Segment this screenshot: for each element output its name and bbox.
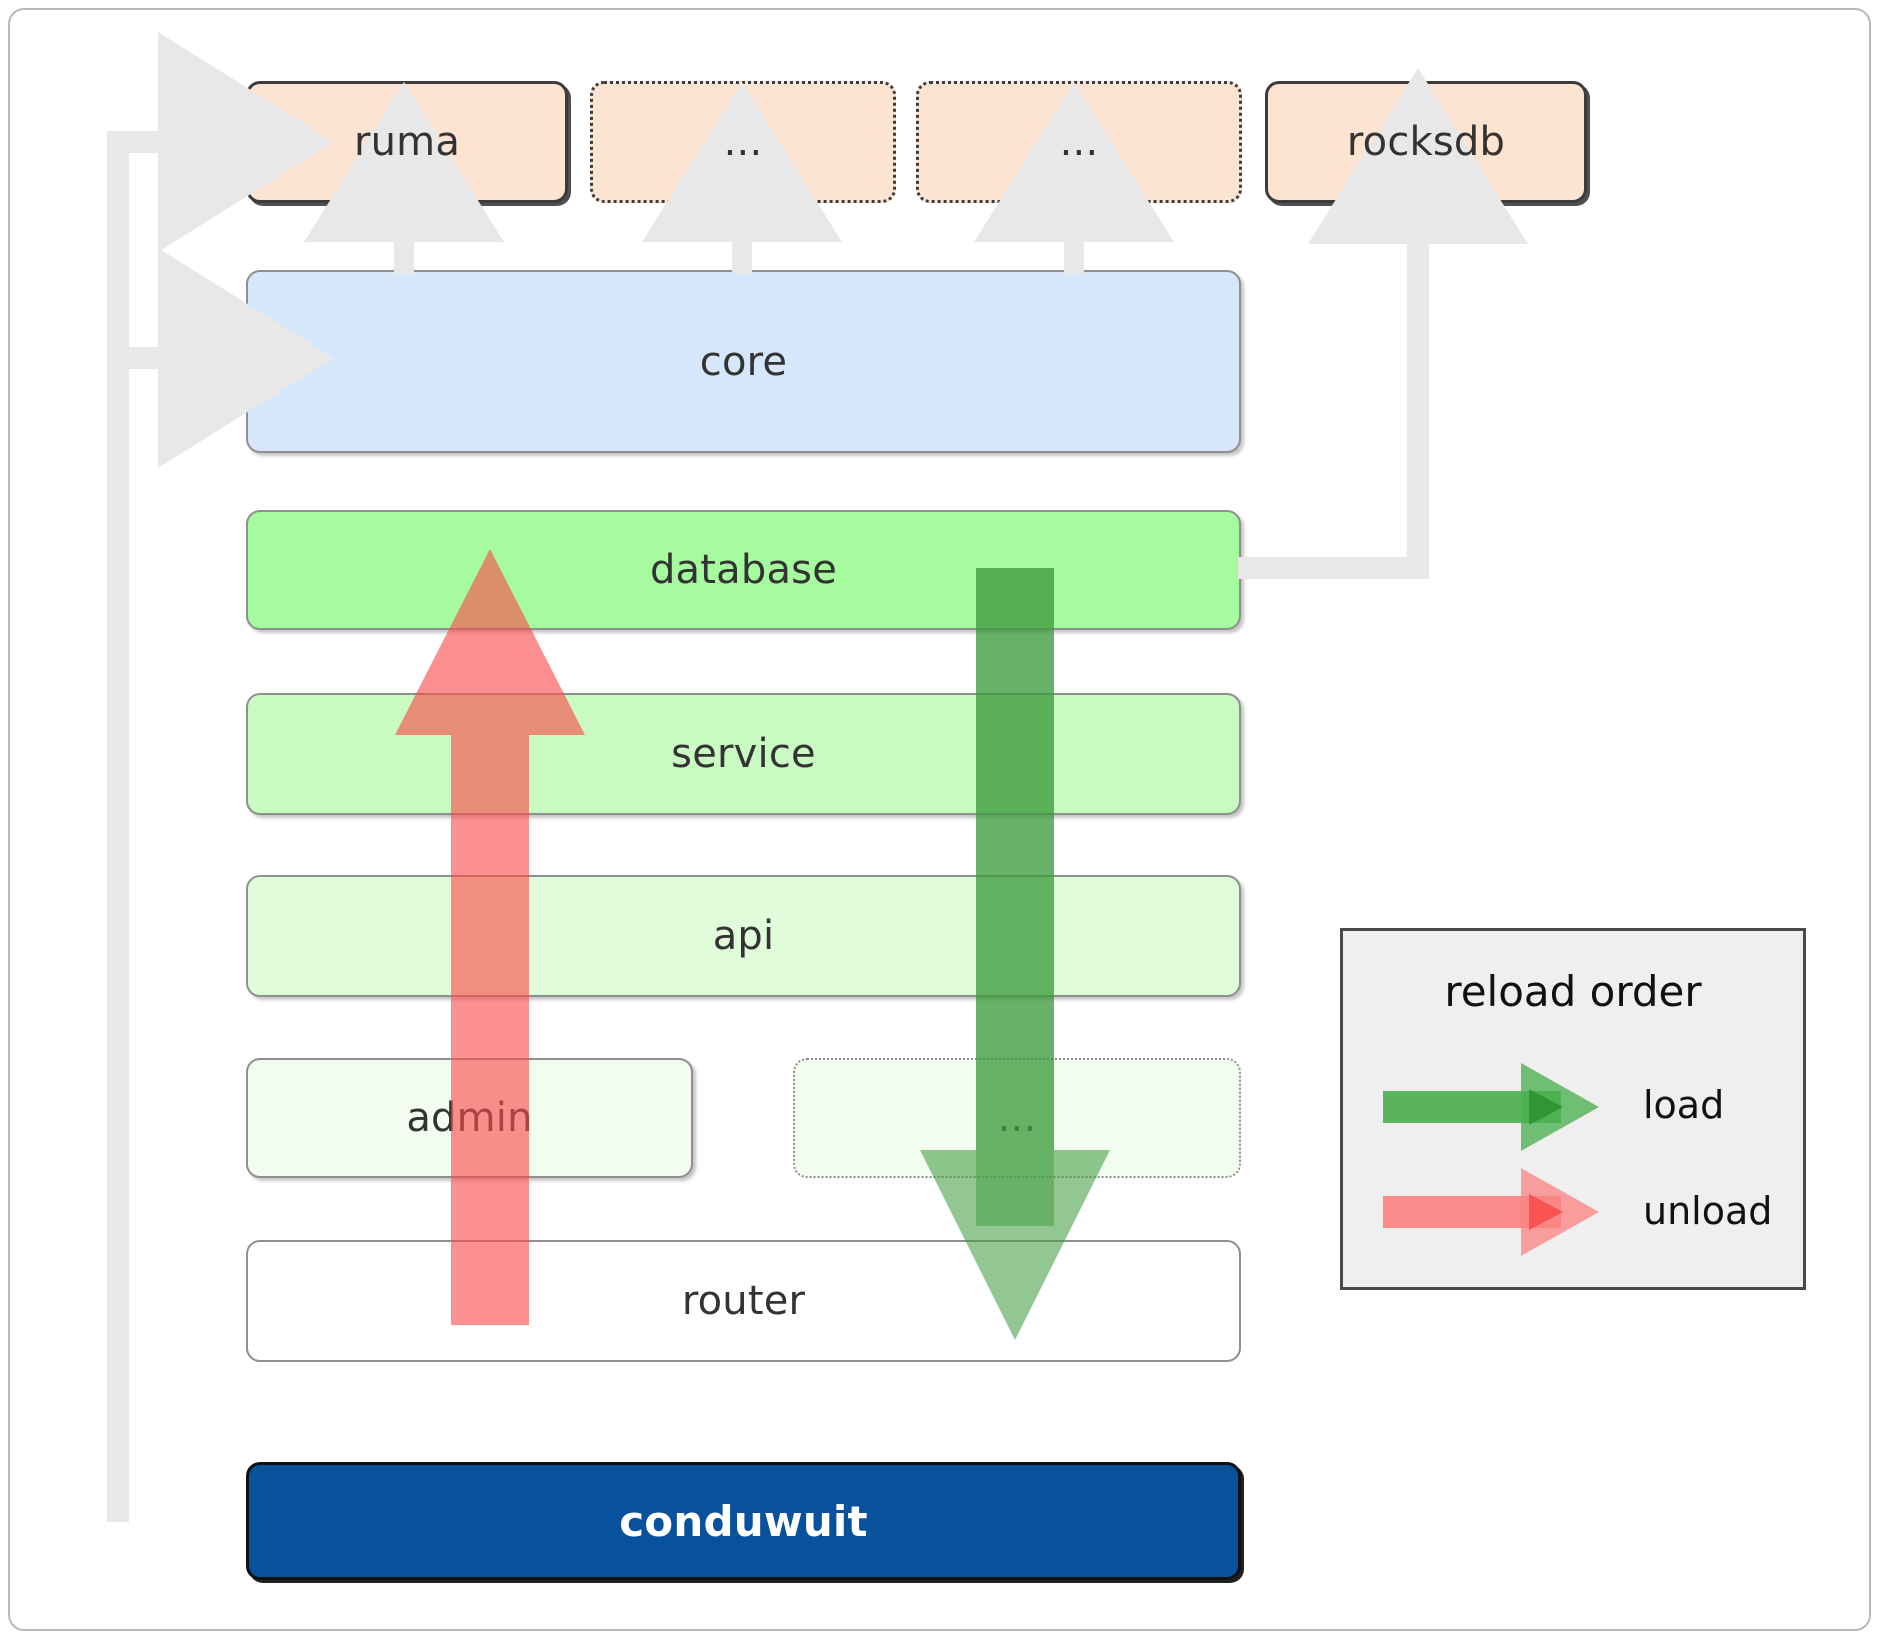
layer-label-extra: ... [997,1095,1037,1141]
layer-box-database[interactable]: database [246,510,1241,630]
legend-panel: reload order load unload [1340,928,1806,1290]
dependency-label-rocksdb: rocksdb [1346,119,1506,165]
legend-arrow-unload [1383,1168,1599,1256]
legend-arrow-graphics [1383,1063,1599,1256]
layer-box-service[interactable]: service [246,693,1241,815]
diagram-border [8,8,1871,1631]
legend-title: reload order [1444,967,1702,1016]
layer-label-router: router [681,1278,806,1324]
dependency-label-ruma: ruma [353,119,461,165]
application-label-conduwuit: conduwuit [619,1496,868,1546]
dependency-box-rocksdb[interactable]: rocksdb [1265,81,1587,203]
layer-label-core: core [699,338,788,385]
layer-box-router[interactable]: router [246,1240,1241,1362]
layer-label-service: service [671,731,816,777]
layer-box-api[interactable]: api [246,875,1241,997]
dependency-label-dep3: ... [1059,119,1099,165]
layer-box-core[interactable]: core [246,270,1241,453]
dependency-box-dep2[interactable]: ... [590,81,896,203]
application-box-conduwuit[interactable]: conduwuit [246,1462,1241,1580]
layer-box-admin[interactable]: admin [246,1058,693,1178]
legend-label-unload: unload [1643,1189,1773,1233]
dependency-label-dep2: ... [723,119,763,165]
dependency-box-dep3[interactable]: ... [916,81,1242,203]
layer-label-api: api [712,913,775,959]
layer-label-admin: admin [406,1095,533,1141]
layer-box-extra[interactable]: ... [793,1058,1241,1178]
layer-label-database: database [649,547,838,593]
legend-arrow-load [1383,1063,1599,1151]
dependency-box-ruma[interactable]: ruma [246,81,568,203]
legend-label-load: load [1643,1083,1725,1127]
